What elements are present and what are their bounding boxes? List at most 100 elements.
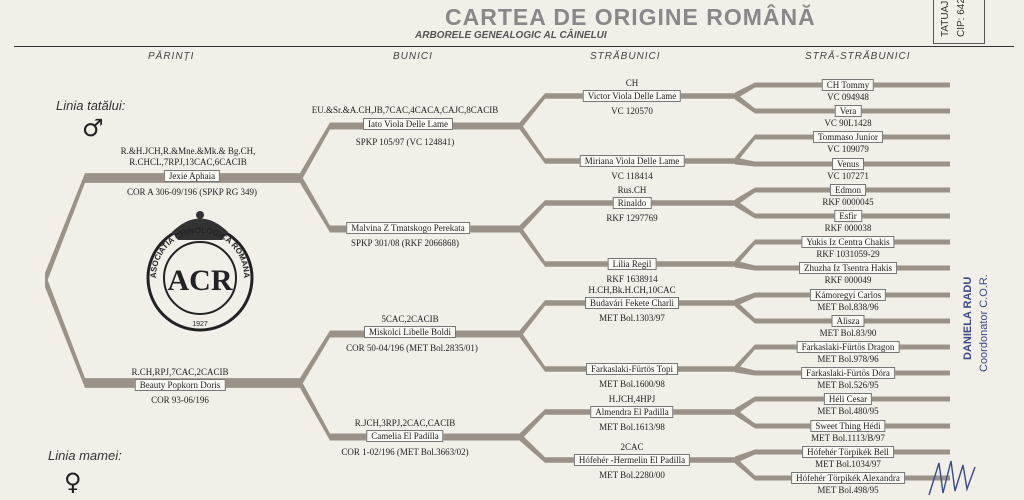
great-grandparent-6-name: Farkaslaki-Fürtös Topi [586,363,678,375]
mother-line-label: Linia mamei: [48,448,122,463]
great-great-grandparent-4-registration: VC 107271 [827,171,869,181]
dam-grand-branch-upper-diagonal [300,330,330,388]
great-grandparent-7-titles: H.JCH,4HPJ [608,394,656,404]
great-grandparent-6-registration: MET Bol.1600/98 [599,379,665,389]
great-grandparent-2-registration: VC 118414 [611,171,653,181]
grandparent-3-registration: COR 50-04/196 (MET Bol.2835/01) [346,343,478,353]
great-great-grandparent-16-name: Hófehér Törpikék Alexandra [791,472,905,484]
great-grandparent-8-name: Hófehér -Hermelin El Padilla [573,454,691,466]
great-grandparent-3-titles: Rus.CH [617,185,647,195]
great-grandparent-7-name: Almendra El Padilla [590,406,674,418]
great-great-grandparent-14-name: Sweet Thing Hédi [810,420,886,432]
great-great-grandparent-1-name: CH Tommy [821,79,875,91]
column-header-great-grandparents: STRĂBUNICI [590,51,661,62]
ggg-branch-7-lower-diagonal [735,408,755,429]
ggg-branch-1-lower-diagonal [735,92,755,114]
great-great-grandparent-1-registration: VC 094948 [827,92,869,102]
great-great-grandparent-9-registration: MET Bol.838/96 [817,302,879,312]
signature-name: DANIELA RADU [962,276,974,360]
gg-branch-1-upper-diagonal [520,93,545,130]
great-grandparent-5-registration: MET Bol.1303/97 [599,313,665,323]
acr-logo: ACR 1927 ASOCIATIA CHINOLOGICA ROMANA [146,211,254,332]
ggg-branch-3-upper-diagonal [735,187,755,207]
ggg-branch-8-upper-diagonal [735,449,755,464]
ggg-branch-4-upper-diagonal [735,239,755,268]
great-grandparent-4-registration: RKF 1638914 [606,274,658,284]
great-grandparent-1-titles: CH [625,78,639,88]
great-great-grandparent-14-registration: MET Bol.1113/B/97 [811,433,885,443]
ggg-branch-4-lower-diagonal [735,260,755,271]
great-great-grandparent-10-registration: MET Bol.83/90 [819,328,877,338]
handwritten-signature [928,460,976,496]
male-symbol-icon: ♂ [82,114,104,142]
tattoo-stamp-box: TATUAJ CIP: 642 [933,0,985,44]
great-grandparent-3-name: Rinaldo [612,197,652,209]
great-great-grandparent-5-name: Edmon [830,184,866,196]
column-header-parents: PĂRINȚI [148,51,195,62]
parents-branch-lower-diagonal [45,273,85,388]
parent-dam-titles: R.CH,RPJ,7CAC,2CACIB [131,367,229,377]
ggg-branch-1-upper-diagonal [735,82,755,100]
grandparent-4-name: Camelia El Padilla [366,430,444,442]
great-great-grandparent-8-registration: RKF 000049 [824,275,872,285]
great-great-grandparent-10-name: Alisza [831,315,865,327]
ggg-branch-3-lower-diagonal [735,199,755,219]
parent-sire-registration: COR A 306-09/196 (SPKP RG 349) [127,187,257,197]
great-great-grandparent-4-name: Venus [832,158,864,170]
great-grandparent-1-registration: VC 120570 [611,106,653,116]
page-subtitle: ARBORELE GENEALOGIC AL CÂINELUI [415,30,607,41]
great-great-grandparent-7-name: Yukis Iz Centra Chakis [801,236,895,248]
sire-grand-branch-lower-diagonal [300,173,330,233]
grandparent-4-titles: R.JCH,3RPJ,2CAC,CACIB [354,418,456,428]
great-grandparent-8-registration: MET Bol.2280/00 [599,470,665,480]
great-grandparent-1-name: Victor Viola Delle Lame [582,90,682,102]
gg-branch-2-upper-diagonal [520,200,545,233]
ggg-branch-5-upper-diagonal [735,292,755,307]
great-great-grandparent-15-registration: MET Bol.1034/97 [815,459,881,469]
grandparent-3-name: Miskolci Libelle Boldi [364,326,456,338]
great-great-grandparent-3-name: Tommaso Junior [812,131,884,143]
signature-role: Coordonator C.O.R. [978,274,990,372]
parents-branch-upper-diagonal [45,173,85,287]
ggg-branch-6-upper-diagonal [735,344,755,373]
great-great-grandparent-6-name: Esfir [834,210,862,222]
column-header-grandparents: BUNICI [393,51,433,62]
female-symbol-icon: ♀ [64,468,82,496]
great-grandparent-4-name: Lilia Regil [607,258,657,270]
great-great-grandparent-8-name: Zhuzha Iz Tsentra Hakis [799,262,897,274]
parent-sire-name: Jexie Aphaia [163,170,221,182]
gg-branch-4-lower-diagonal [520,433,545,463]
great-great-grandparent-11-name: Farkaslaki-Fürtös Dragon [796,341,900,353]
logo-monogram: ACR [168,264,233,297]
grandparent-1-name: Iato Viola Delle Lame [362,118,454,130]
grandparent-2-registration: SPKP 301/08 (RKF 2066868) [351,238,459,248]
parent-dam-registration: COR 93-06/196 [151,395,209,405]
great-great-grandparent-6-registration: RKF 000038 [824,223,872,233]
great-great-grandparent-5-registration: RKF 0000045 [822,197,874,207]
great-great-grandparent-12-registration: MET Bol.526/95 [817,380,879,390]
ggg-branch-5-lower-diagonal [735,299,755,324]
dam-grand-branch-lower-diagonal [300,378,330,441]
ggg-branch-6-lower-diagonal [735,365,755,376]
ggg-branch-2-upper-diagonal [735,134,755,165]
great-great-grandparent-13-name: Héli Cesar [823,393,873,405]
great-grandparent-5-titles: H.CH,Bk.H.CH,10CAC [588,285,676,295]
sire-grand-branch-upper-diagonal [300,122,330,183]
gg-branch-3-lower-diagonal [520,330,545,372]
great-grandparent-7-registration: MET Bol.1613/98 [599,422,665,432]
grandparent-1-registration: SPKP 105/97 (VC 124841) [355,137,455,147]
great-great-grandparent-13-registration: MET Bol.480/95 [817,406,879,416]
great-great-grandparent-3-registration: VC 109079 [827,144,869,154]
page-title: CARTEA DE ORIGINE ROMÂNĂ [445,4,816,30]
great-great-grandparent-2-name: Vera [834,105,862,117]
grandparent-4-registration: COR 1-02/196 (MET Bol.3663/02) [341,447,469,457]
parent-sire-titles: R.&H.JCH,R.&Mne.&Mk.& Bg.CH, [120,146,256,156]
gg-branch-2-lower-diagonal [520,225,545,267]
parent-sire-titles-2: R.CHCL,7RPJ,13CAC,6CACIB [129,157,247,167]
great-grandparent-2-name: Miriana Viola Delle Lame [579,155,685,167]
grandparent-3-titles: 5CAC,2CACIB [381,314,439,324]
gg-branch-3-upper-diagonal [520,300,545,338]
grandparent-2-name: Malvina Z Tmatskogo Perekata [346,222,470,234]
great-great-grandparent-7-registration: RKF 1031059-29 [816,249,880,259]
ggg-branch-7-upper-diagonal [735,396,755,416]
